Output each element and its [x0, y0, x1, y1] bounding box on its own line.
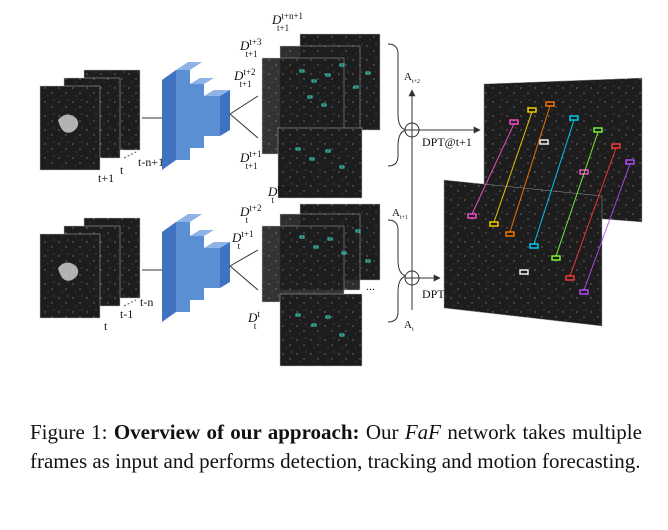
bottom-input-label-tn: t-n — [140, 295, 153, 309]
top-input-label-tn1: t-n+1 — [138, 155, 164, 169]
top-network-icon — [142, 62, 259, 170]
track-links — [471, 105, 631, 291]
result-frame-t — [443, 179, 603, 327]
label-a-t1: At+1 — [392, 207, 408, 221]
plus-node-top — [404, 122, 420, 138]
bottom-input-stack — [39, 217, 141, 319]
figure-caption: Figure 1: Overview of our approach: Our … — [30, 418, 642, 476]
bottom-input-label-t: t — [104, 319, 108, 333]
bottom-network-icon — [142, 214, 259, 322]
top-ellipsis: ... — [368, 111, 377, 125]
caption-pre: Our — [359, 420, 405, 444]
label-a-t2: At+2 — [404, 71, 420, 85]
plus-node-bottom — [404, 270, 420, 286]
bottom-ellipsis: ... — [366, 279, 375, 293]
caption-post: network takes multiple frames as input a… — [30, 420, 642, 473]
label-dpt-t1: DPT@t+1 — [422, 135, 472, 149]
caption-title: Overview of our approach: — [113, 420, 360, 444]
caption-method: FaF — [404, 420, 442, 444]
caption-label: Figure 1: — [30, 420, 114, 444]
bottom-output-stack — [261, 203, 381, 367]
top-input-stack — [39, 69, 141, 171]
top-input-label-t: t — [120, 163, 124, 177]
top-input-label-t1: t+1 — [98, 171, 114, 185]
bottom-input-label-t1: t-1 — [120, 307, 133, 321]
top-output-stack — [261, 33, 381, 199]
label-a-t: At — [404, 319, 414, 333]
